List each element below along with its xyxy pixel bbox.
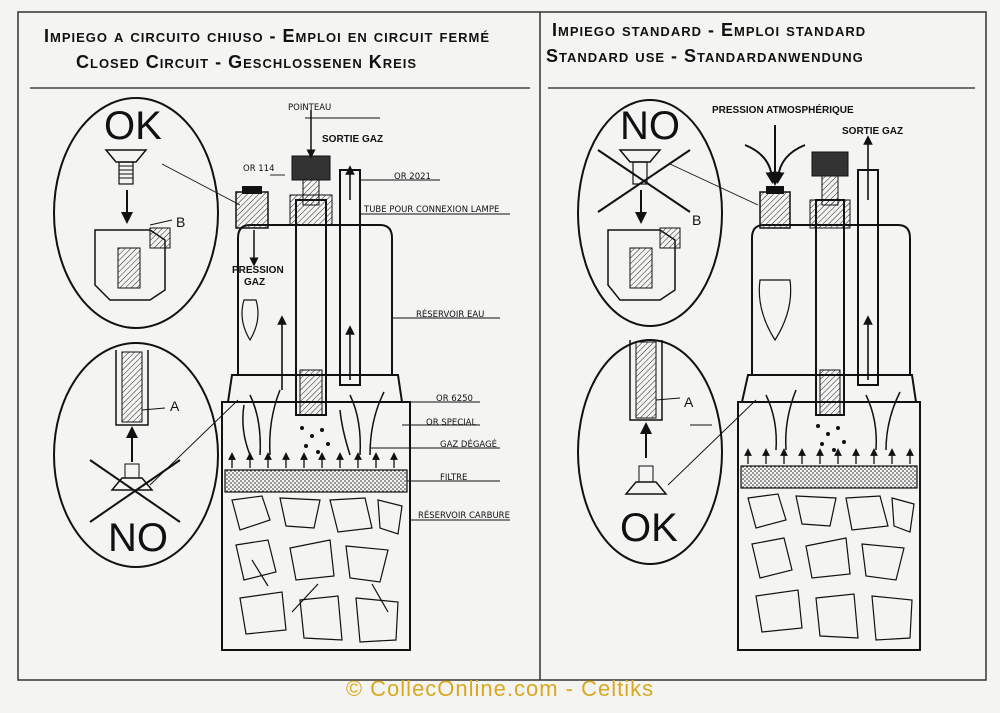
left-bottom-letter: A	[170, 398, 180, 414]
label-or114: OR 114	[243, 164, 275, 174]
label-pression-atmospherique: PRESSION ATMOSPHÉRIQUE	[712, 105, 854, 116]
label-reservoir-carbure: RÉSERVOIR CARBURE	[418, 511, 510, 521]
left-gas-arrows	[228, 452, 398, 468]
left-title-line1: Impiego a circuito chiuso - Emploi en ci…	[44, 26, 490, 46]
right-bottom-letter: A	[684, 394, 694, 410]
left-top-letter: B	[176, 214, 186, 230]
left-bottom-oval	[53, 342, 219, 568]
right-top-oval	[577, 99, 723, 327]
outer-frame	[17, 11, 987, 681]
left-bottom-verdict: NO	[108, 516, 168, 560]
right-water-tank	[751, 224, 911, 376]
label-tube-connexion: TUBE POUR CONNEXION LAMPE	[364, 205, 500, 215]
label-or6250: OR 6250	[436, 394, 473, 404]
right-top-letter: B	[692, 212, 702, 228]
label-pointeau: POINTEAU	[288, 103, 332, 113]
left-water-tank	[237, 224, 393, 376]
right-title-line1: Impiego standard - Emploi standard	[552, 20, 867, 40]
label-or2021: OR 2021	[394, 172, 431, 182]
right-bottom-oval	[577, 339, 723, 565]
right-title-line2: Standard use - Standardanwendung	[546, 46, 864, 66]
right-gas-arrows	[744, 448, 914, 464]
label-pression-gaz-2: GAZ	[244, 277, 266, 288]
label-gaz-degage: GAZ DÉGAGÉ	[440, 440, 498, 450]
label-sortie-gaz-right: SORTIE GAZ	[842, 126, 904, 137]
label-or-special: OR SPECIAL	[426, 418, 477, 428]
label-pression-gaz-1: PRESSION	[232, 265, 284, 276]
watermark-footer: © CollecOnline.com - Celtiks	[345, 676, 655, 701]
left-carbide-stones	[231, 495, 403, 643]
left-top-oval	[53, 97, 219, 329]
right-carbide-stones	[747, 493, 915, 641]
left-filter	[224, 469, 408, 493]
right-top-verdict: NO	[620, 104, 680, 148]
label-sortie-gaz-left: SORTIE GAZ	[322, 134, 384, 145]
label-reservoir-eau: RÉSERVOIR EAU	[416, 310, 485, 320]
right-filter	[740, 465, 918, 489]
right-bottom-verdict: OK	[620, 506, 678, 550]
label-filtre: FILTRE	[440, 473, 468, 483]
left-title-line2: Closed Circuit - Geschlossenen Kreis	[76, 52, 418, 72]
left-top-verdict: OK	[104, 104, 162, 148]
